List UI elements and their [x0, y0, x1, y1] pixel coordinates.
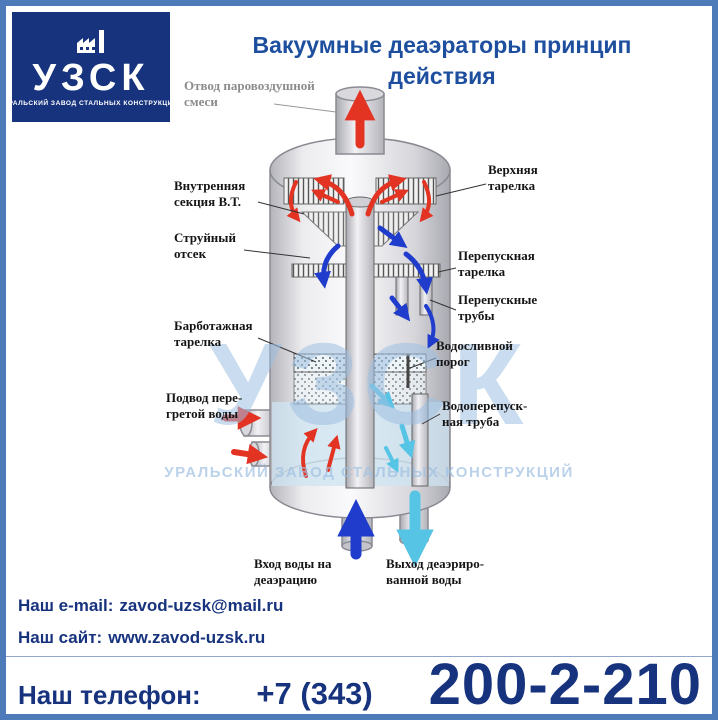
logo-tagline: УРАЛЬСКИЙ ЗАВОД СТАЛЬНЫХ КОНСТРУКЦИЙ: [3, 99, 179, 107]
site-label: Наш сайт:: [18, 628, 103, 647]
label-steam-air-outlet: Отвод паровоздушной смеси: [184, 78, 315, 109]
logo-abbr: УЗСК: [32, 56, 150, 99]
deaerated-water-arrows: [369, 383, 434, 567]
divider-line: [6, 656, 712, 657]
logo: УЗСК УРАЛЬСКИЙ ЗАВОД СТАЛЬНЫХ КОНСТРУКЦИ…: [6, 12, 178, 122]
water-flow-arrows: [314, 225, 440, 560]
title-line-2: действия: [388, 63, 496, 90]
page-title: Вакуумные деаэраторы принцип действия: [178, 30, 706, 92]
site-value: www.zavod-uzsk.ru: [108, 628, 266, 647]
label-pointer-lines: [243, 103, 487, 425]
deaerator-diagram: [222, 86, 487, 567]
email-value: zavod-uzsk@mail.ru: [119, 596, 284, 615]
label-bypass-tray: Перепускная тарелка: [458, 248, 535, 279]
label-superheated-water-inlet: Подвод пере- гретой воды: [166, 390, 243, 421]
label-water-bypass-pipe: Водоперепуск- ная труба: [442, 398, 528, 429]
label-bubbling-tray: Барботажная тарелка: [174, 318, 253, 349]
label-overflow-weir: Водосливной порог: [436, 338, 513, 369]
label-deaerated-water-outlet: Выход деаэриро- ванной воды: [386, 556, 485, 587]
label-upper-tray: Верхняя тарелка: [488, 162, 538, 193]
title-line-1: Вакуумные деаэраторы принцип: [252, 32, 632, 58]
site-row: Наш сайт: www.zavod-uzsk.ru: [18, 628, 265, 648]
phone-area-code: +7 (343): [256, 676, 373, 711]
label-bypass-pipes: Перепускные трубы: [458, 292, 538, 323]
factory-icon: [77, 29, 104, 53]
label-water-inlet: Вход воды на деаэрацию: [254, 556, 332, 587]
email-row: Наш e-mail: zavod-uzsk@mail.ru: [18, 596, 283, 616]
phone-label: Наш телефон:: [18, 680, 201, 710]
steam-flow-arrows: [222, 89, 434, 478]
label-jet-compartment: Струйный отсек: [174, 230, 236, 261]
phone-row: Наш телефон: +7 (343) 200-2-210: [18, 656, 702, 714]
label-inner-section: Внутренняя секция В.Т.: [174, 178, 246, 209]
phone-number: 200-2-210: [428, 652, 702, 717]
email-label: Наш e-mail:: [18, 596, 114, 615]
